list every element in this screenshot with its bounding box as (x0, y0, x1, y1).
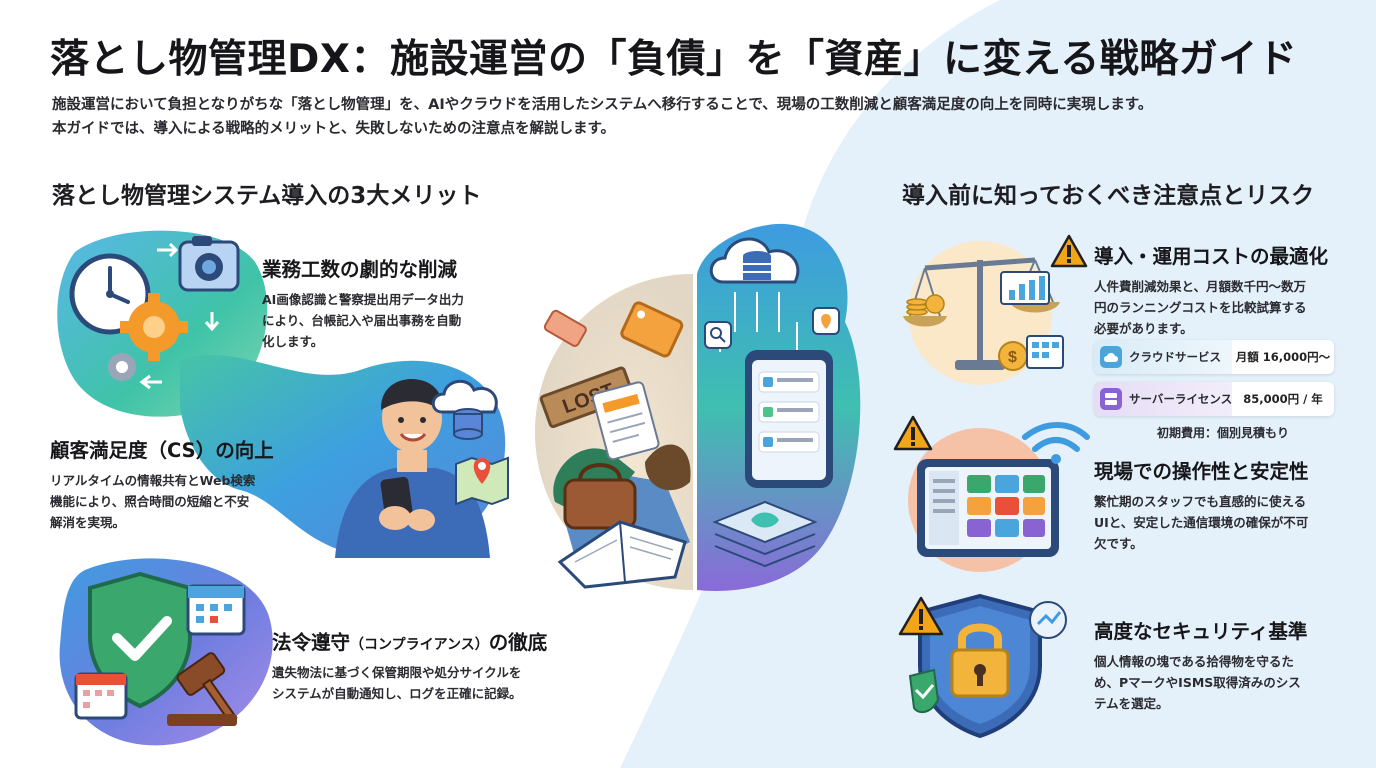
benefit-3-line-2: システムが自動通知し、ログを正確に記録。 (272, 686, 522, 701)
intro-line-2: 本ガイドでは、導入による戦略的メリットと、失敗しないための注意点を解説します。 (52, 121, 616, 137)
risk-3-line-2: め、PマークやISMS取得済みのシス (1094, 675, 1301, 690)
risk-3-line-3: テムを選定。 (1094, 696, 1169, 711)
lost-items-pile-icon: LOST (539, 301, 691, 589)
risk-2-line-1: 繁忙期のスタッフでも直感的に使える (1094, 494, 1307, 509)
tablet-wifi-icon (908, 422, 1090, 572)
warning-icon (893, 415, 933, 451)
risk-1-body: 人件費削減効果と、月額数千円〜数万 円のランニングコストを比較試算する 必要があ… (1094, 276, 1328, 339)
cost-table: クラウドサービス 月額 16,000円〜 サーバーライセンス 85,000円 /… (1094, 340, 1334, 441)
cost-label-cloud: クラウドサービス (1129, 350, 1221, 364)
risk-1-line-2: 円のランニングコストを比較試算する (1094, 300, 1307, 315)
benefit-3-line-1: 遺失物法に基づく保管期限や処分サイクルを (272, 665, 522, 680)
benefit-2-line-3: 解消を実現。 (50, 515, 126, 530)
intro-line-1: 施設運営において負担となりがちな「落とし物管理」を、AIやクラウドを活用したシス… (52, 97, 1153, 113)
cost-row-server: サーバーライセンス 85,000円 / 年 (1094, 382, 1334, 416)
benefit-item-2: 顧客満足度（CS）の向上 リアルタイムの情報共有とWeb検索 機能により、照合時… (50, 434, 274, 533)
risk-1-line-1: 人件費削減効果と、月額数千円〜数万 (1094, 279, 1307, 294)
risk-item-1: 導入・運用コストの最適化 人件費削減効果と、月額数千円〜数万 円のランニングコス… (1094, 240, 1328, 339)
benefit-3-title: 法令遵守（コンプライアンス）の徹底 (272, 626, 547, 655)
risk-item-2: 現場での操作性と安定性 繁忙期のスタッフでも直感的に使える UIと、安定した通信… (1094, 455, 1309, 554)
cost-price-server: 85,000円 / 年 (1243, 392, 1323, 406)
benefit-3-title-main: 法令遵守 (272, 631, 351, 654)
risk-3-line-1: 個人情報の塊である拾得物を守るた (1094, 654, 1294, 669)
benefit-item-3: 法令遵守（コンプライアンス）の徹底 遺失物法に基づく保管期限や処分サイクルを シ… (272, 626, 547, 704)
benefit-3-title-tail: の徹底 (488, 631, 548, 654)
benefit-3-body: 遺失物法に基づく保管期限や処分サイクルを システムが自動通知し、ログを正確に記録… (272, 662, 547, 704)
warning-icon (898, 596, 944, 636)
search-icon (704, 321, 732, 349)
risk-2-line-3: 欠です。 (1094, 536, 1143, 551)
smartphone-app-icon (745, 350, 833, 488)
risk-2-body: 繁忙期のスタッフでも直感的に使える UIと、安定した通信環境の確保が不可 欠です… (1094, 491, 1309, 554)
benefit-1-line-3: 化します。 (262, 334, 324, 349)
server-icon (1100, 388, 1122, 410)
risk-3-title: 高度なセキュリティ基準 (1094, 620, 1308, 643)
risk-2-title: 現場での操作性と安定性 (1094, 460, 1309, 483)
svg-text:$: $ (1008, 349, 1017, 366)
benefit-2-line-2: 機能により、照合時間の短縮と不安 (50, 494, 250, 509)
warning-icon (1050, 234, 1088, 268)
risk-2-line-2: UIと、安定した通信環境の確保が不可 (1094, 515, 1309, 530)
cost-label-server: サーバーライセンス (1129, 392, 1233, 406)
risk-item-3: 高度なセキュリティ基準 個人情報の塊である拾得物を守るた め、PマークやISMS… (1094, 615, 1307, 714)
benefit-3-title-paren: （コンプライアンス） (350, 637, 489, 653)
person-with-phone-icon (335, 378, 490, 558)
benefit-2-line-1: リアルタイムの情報共有とWeb検索 (50, 473, 256, 488)
cloud-icon (1100, 346, 1122, 368)
balance-scale-icon: $ (903, 241, 1064, 385)
risks-section-title: 導入前に知っておくべき注意点とリスク (902, 183, 1315, 209)
risk-1-line-3: 必要があります。 (1094, 321, 1193, 336)
lost-items-to-digital-illustration: LOST (535, 223, 861, 591)
padlock-shield-icon (908, 593, 1067, 739)
cost-price-cloud: 月額 16,000円〜 (1235, 350, 1331, 364)
benefit-1-title: 業務工数の劇的な削減 (262, 258, 458, 281)
page-title: 落とし物管理DX：施設運営の「負債」を「資産」に変える戦略ガイド (50, 37, 1298, 82)
intro-text: 施設運営において負担となりがちな「落とし物管理」を、AIやクラウドを活用したシス… (52, 93, 1362, 141)
risk-3-body: 個人情報の塊である拾得物を守るた め、PマークやISMS取得済みのシス テムを選… (1094, 651, 1307, 714)
cloud-database-icon (431, 379, 498, 440)
clock-gear-camera-icon (69, 236, 240, 390)
benefit-1-line-2: により、台帳記入や届出事務を自動 (262, 313, 462, 328)
data-stack-icon (712, 500, 818, 568)
benefit-1-line-1: AI画像認識と警察提出用データ出力 (262, 292, 464, 307)
benefit-1-body: AI画像認識と警察提出用データ出力 により、台帳記入や届出事務を自動 化します。 (262, 289, 464, 352)
benefit-2-body: リアルタイムの情報共有とWeb検索 機能により、照合時間の短縮と不安 解消を実現… (50, 470, 274, 533)
cloud-server-icon (709, 237, 800, 284)
risk-1-title: 導入・運用コストの最適化 (1094, 245, 1329, 268)
benefits-section-title: 落とし物管理システム導入の3大メリット (52, 183, 482, 209)
benefit-2-title: 顧客満足度（CS）の向上 (50, 439, 274, 462)
shield-check-gavel-icon (74, 571, 246, 726)
benefit-item-1: 業務工数の劇的な削減 AI画像認識と警察提出用データ出力 により、台帳記入や届出… (262, 253, 464, 352)
cost-row-cloud: クラウドサービス 月額 16,000円〜 (1094, 340, 1334, 374)
map-pin-icon (455, 456, 509, 506)
cost-note: 初期費用：個別見積もり (1156, 426, 1289, 440)
